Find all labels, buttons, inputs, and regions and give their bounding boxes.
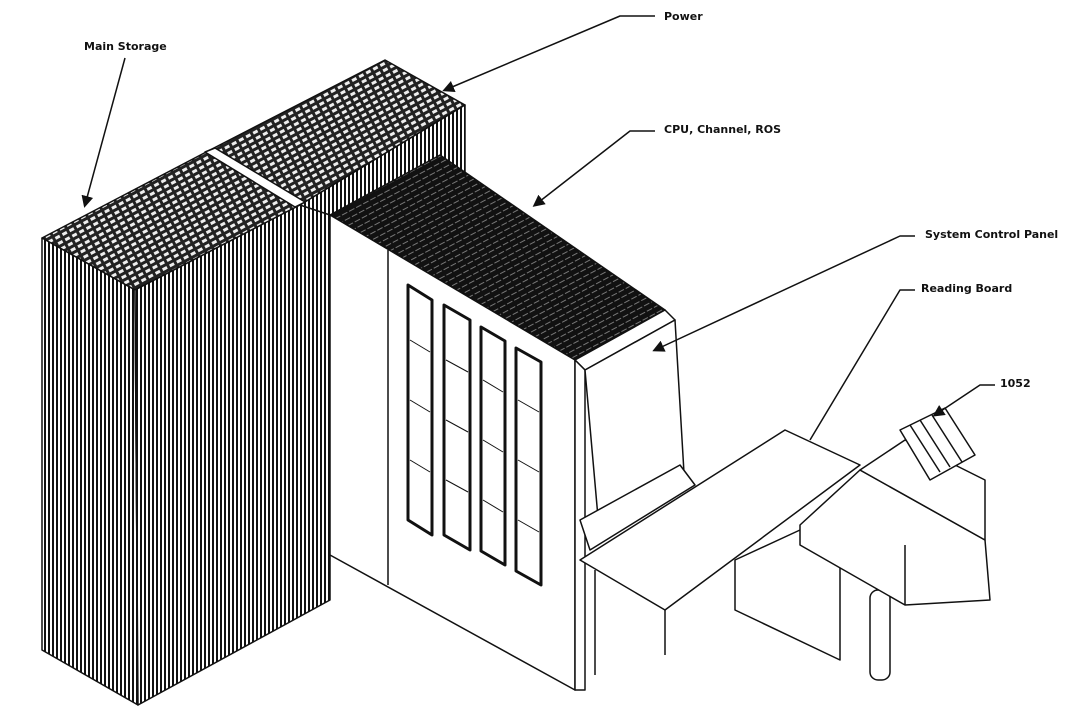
leader-lines [81,15,995,441]
label-1052: 1052 [1000,377,1031,390]
reading-board [579,429,861,675]
main-storage-unit [41,147,331,706]
label-system-control-panel: System Control Panel [925,228,1059,241]
cabinet-windows [406,283,543,587]
label-cpu-channel-ros: CPU, Channel, ROS [664,123,782,136]
label-power: Power [664,10,703,23]
console-1052 [799,407,991,681]
label-reading-board: Reading Board [921,282,1013,295]
cpu-cabinet [329,154,696,691]
label-main-storage: Main Storage [84,40,167,53]
